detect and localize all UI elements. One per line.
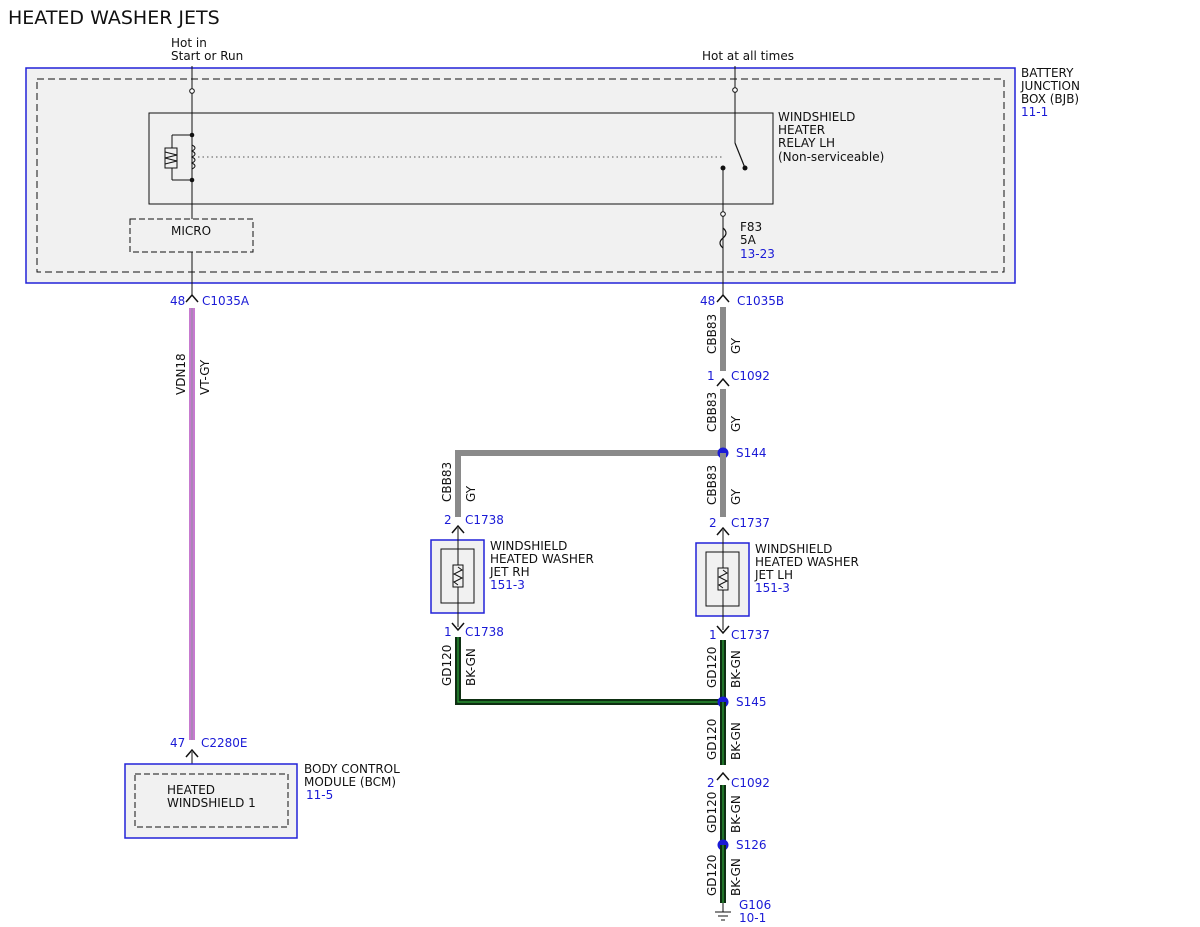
jet-lh-label-line2: HEATED WASHER <box>755 555 859 569</box>
wire-gd120-seg3-circuit: GD120 <box>705 719 719 760</box>
c1092-1-pin: 1 <box>707 369 715 383</box>
connector-c1737-1-icon <box>716 625 730 635</box>
wire-gd120-seg4-color: BK-GN <box>729 795 743 833</box>
wire-gd120-lh-color: BK-GN <box>729 650 743 688</box>
wire-cbb83-rh-color: GY <box>464 485 478 502</box>
splice-s144-label[interactable]: S144 <box>736 446 767 460</box>
connector-c1738-1-icon <box>451 622 465 632</box>
connector-c1092-1-icon <box>716 377 730 387</box>
relay-label-line1: WINDSHIELD <box>778 110 855 124</box>
wire-cbb83-seg2-color: GY <box>729 415 743 432</box>
c1035a-name[interactable]: C1035A <box>202 294 250 308</box>
wire-vdn18-color: VT-GY <box>198 359 212 395</box>
wire-cbb83-branch-rh <box>455 450 723 517</box>
c1092-2-name[interactable]: C1092 <box>731 776 770 790</box>
bcm-label-line2: MODULE (BCM) <box>304 775 396 789</box>
wire-vdn18-circuit: VDN18 <box>174 353 188 395</box>
c2280e-pin: 47 <box>170 736 185 750</box>
connector-c2280e-icon <box>185 748 199 758</box>
connector-c1737-2-icon <box>716 526 730 536</box>
bcm-box <box>124 763 298 839</box>
power-label-start-run-2: Start or Run <box>171 49 243 63</box>
bjb-label-line2: JUNCTION <box>1020 79 1080 93</box>
power-label-hot-at-all-times: Hot at all times <box>702 49 794 63</box>
wire-cbb83-seg1-color: GY <box>729 337 743 354</box>
c1738-1-pin: 1 <box>444 625 452 639</box>
c1737-1-pin: 1 <box>709 628 717 642</box>
power-label-start-run-1: Hot in <box>171 36 207 50</box>
wire-gd120-seg5-circuit: GD120 <box>705 855 719 896</box>
jet-rh-ref[interactable]: 151-3 <box>490 578 525 592</box>
switch-icon <box>734 142 746 169</box>
wire-gd120-rh-color: BK-GN <box>464 648 478 686</box>
wire-gd120-rh <box>455 637 723 705</box>
relay-switch-circuit <box>719 66 748 296</box>
bcm-inner-line2: WINDSHIELD 1 <box>167 796 256 810</box>
relay-box <box>148 112 774 205</box>
coil-icon <box>190 144 196 170</box>
ground-ref[interactable]: 10-1 <box>739 911 766 925</box>
wire-gd120-seg4-circuit: GD120 <box>705 792 719 833</box>
jet-rh-label-line2: HEATED WASHER <box>490 552 594 566</box>
c1737-2-pin: 2 <box>709 516 717 530</box>
wire-cbb83-lh-circuit: CBB83 <box>705 465 719 505</box>
c1092-2-pin: 2 <box>707 776 715 790</box>
bjb-label-line1: BATTERY <box>1021 66 1074 80</box>
wire-gd120-lh-circuit: GD120 <box>705 647 719 688</box>
relay-label-line2: HEATER <box>778 123 825 137</box>
c1738-2-pin: 2 <box>444 513 452 527</box>
wire-gd120-seg5-color: BK-GN <box>729 858 743 896</box>
relay-label-line3: RELAY LH <box>778 136 835 150</box>
bjb-label-line3: BOX (BJB) <box>1021 92 1079 106</box>
wire-cbb83-seg1-circuit: CBB83 <box>705 314 719 354</box>
wire-gd120-rh-circuit: GD120 <box>440 645 454 686</box>
c1737-1-name[interactable]: C1737 <box>731 628 770 642</box>
connector-c1092-2-icon <box>716 771 730 781</box>
relay-label-line4: (Non-serviceable) <box>778 150 884 164</box>
wire-cbb83-lh-color: GY <box>729 488 743 505</box>
bjb-inner-dashed-box <box>36 78 1005 273</box>
c2280e-name[interactable]: C2280E <box>201 736 248 750</box>
jet-lh-label-line1: WINDSHIELD <box>755 542 832 556</box>
bcm-label-line1: BODY CONTROL <box>304 762 400 776</box>
splice-s145-label[interactable]: S145 <box>736 695 767 709</box>
bcm-inner-dashed-box <box>134 773 289 828</box>
bcm-inner-line1: HEATED <box>167 783 215 797</box>
connector-c1035a-icon <box>185 293 199 303</box>
fuse-rating: 5A <box>740 233 757 247</box>
c1035b-pin: 48 <box>700 294 715 308</box>
fuse-icon <box>719 227 727 249</box>
micro-label: MICRO <box>171 224 211 238</box>
c1737-2-name[interactable]: C1737 <box>731 516 770 530</box>
ground-icon <box>715 903 731 921</box>
wire-cbb83-seg2-circuit: CBB83 <box>705 392 719 432</box>
c1738-2-name[interactable]: C1738 <box>465 513 504 527</box>
connector-c1738-2-icon <box>451 524 465 534</box>
c1035a-pin: 48 <box>170 294 185 308</box>
jet-rh-label-line3: JET RH <box>489 565 530 579</box>
jet-lh-label-line3: JET LH <box>754 568 793 582</box>
c1092-1-name[interactable]: C1092 <box>731 369 770 383</box>
c1035b-name[interactable]: C1035B <box>737 294 784 308</box>
splice-s126-label[interactable]: S126 <box>736 838 767 852</box>
wire-cbb83-rh-circuit: CBB83 <box>440 462 454 502</box>
fuse-name: F83 <box>740 220 762 234</box>
fuse-ref[interactable]: 13-23 <box>740 247 775 261</box>
page-title: HEATED WASHER JETS <box>8 7 220 29</box>
relay-coil-circuit <box>164 66 723 219</box>
bjb-ref[interactable]: 11-1 <box>1021 105 1048 119</box>
wire-gd120-seg3-color: BK-GN <box>729 722 743 760</box>
bcm-ref[interactable]: 11-5 <box>306 788 333 802</box>
jet-rh-label-line1: WINDSHIELD <box>490 539 567 553</box>
c1738-1-name[interactable]: C1738 <box>465 625 504 639</box>
ground-name[interactable]: G106 <box>739 898 771 912</box>
jet-lh-ref[interactable]: 151-3 <box>755 581 790 595</box>
connector-c1035b-icon <box>716 293 730 303</box>
